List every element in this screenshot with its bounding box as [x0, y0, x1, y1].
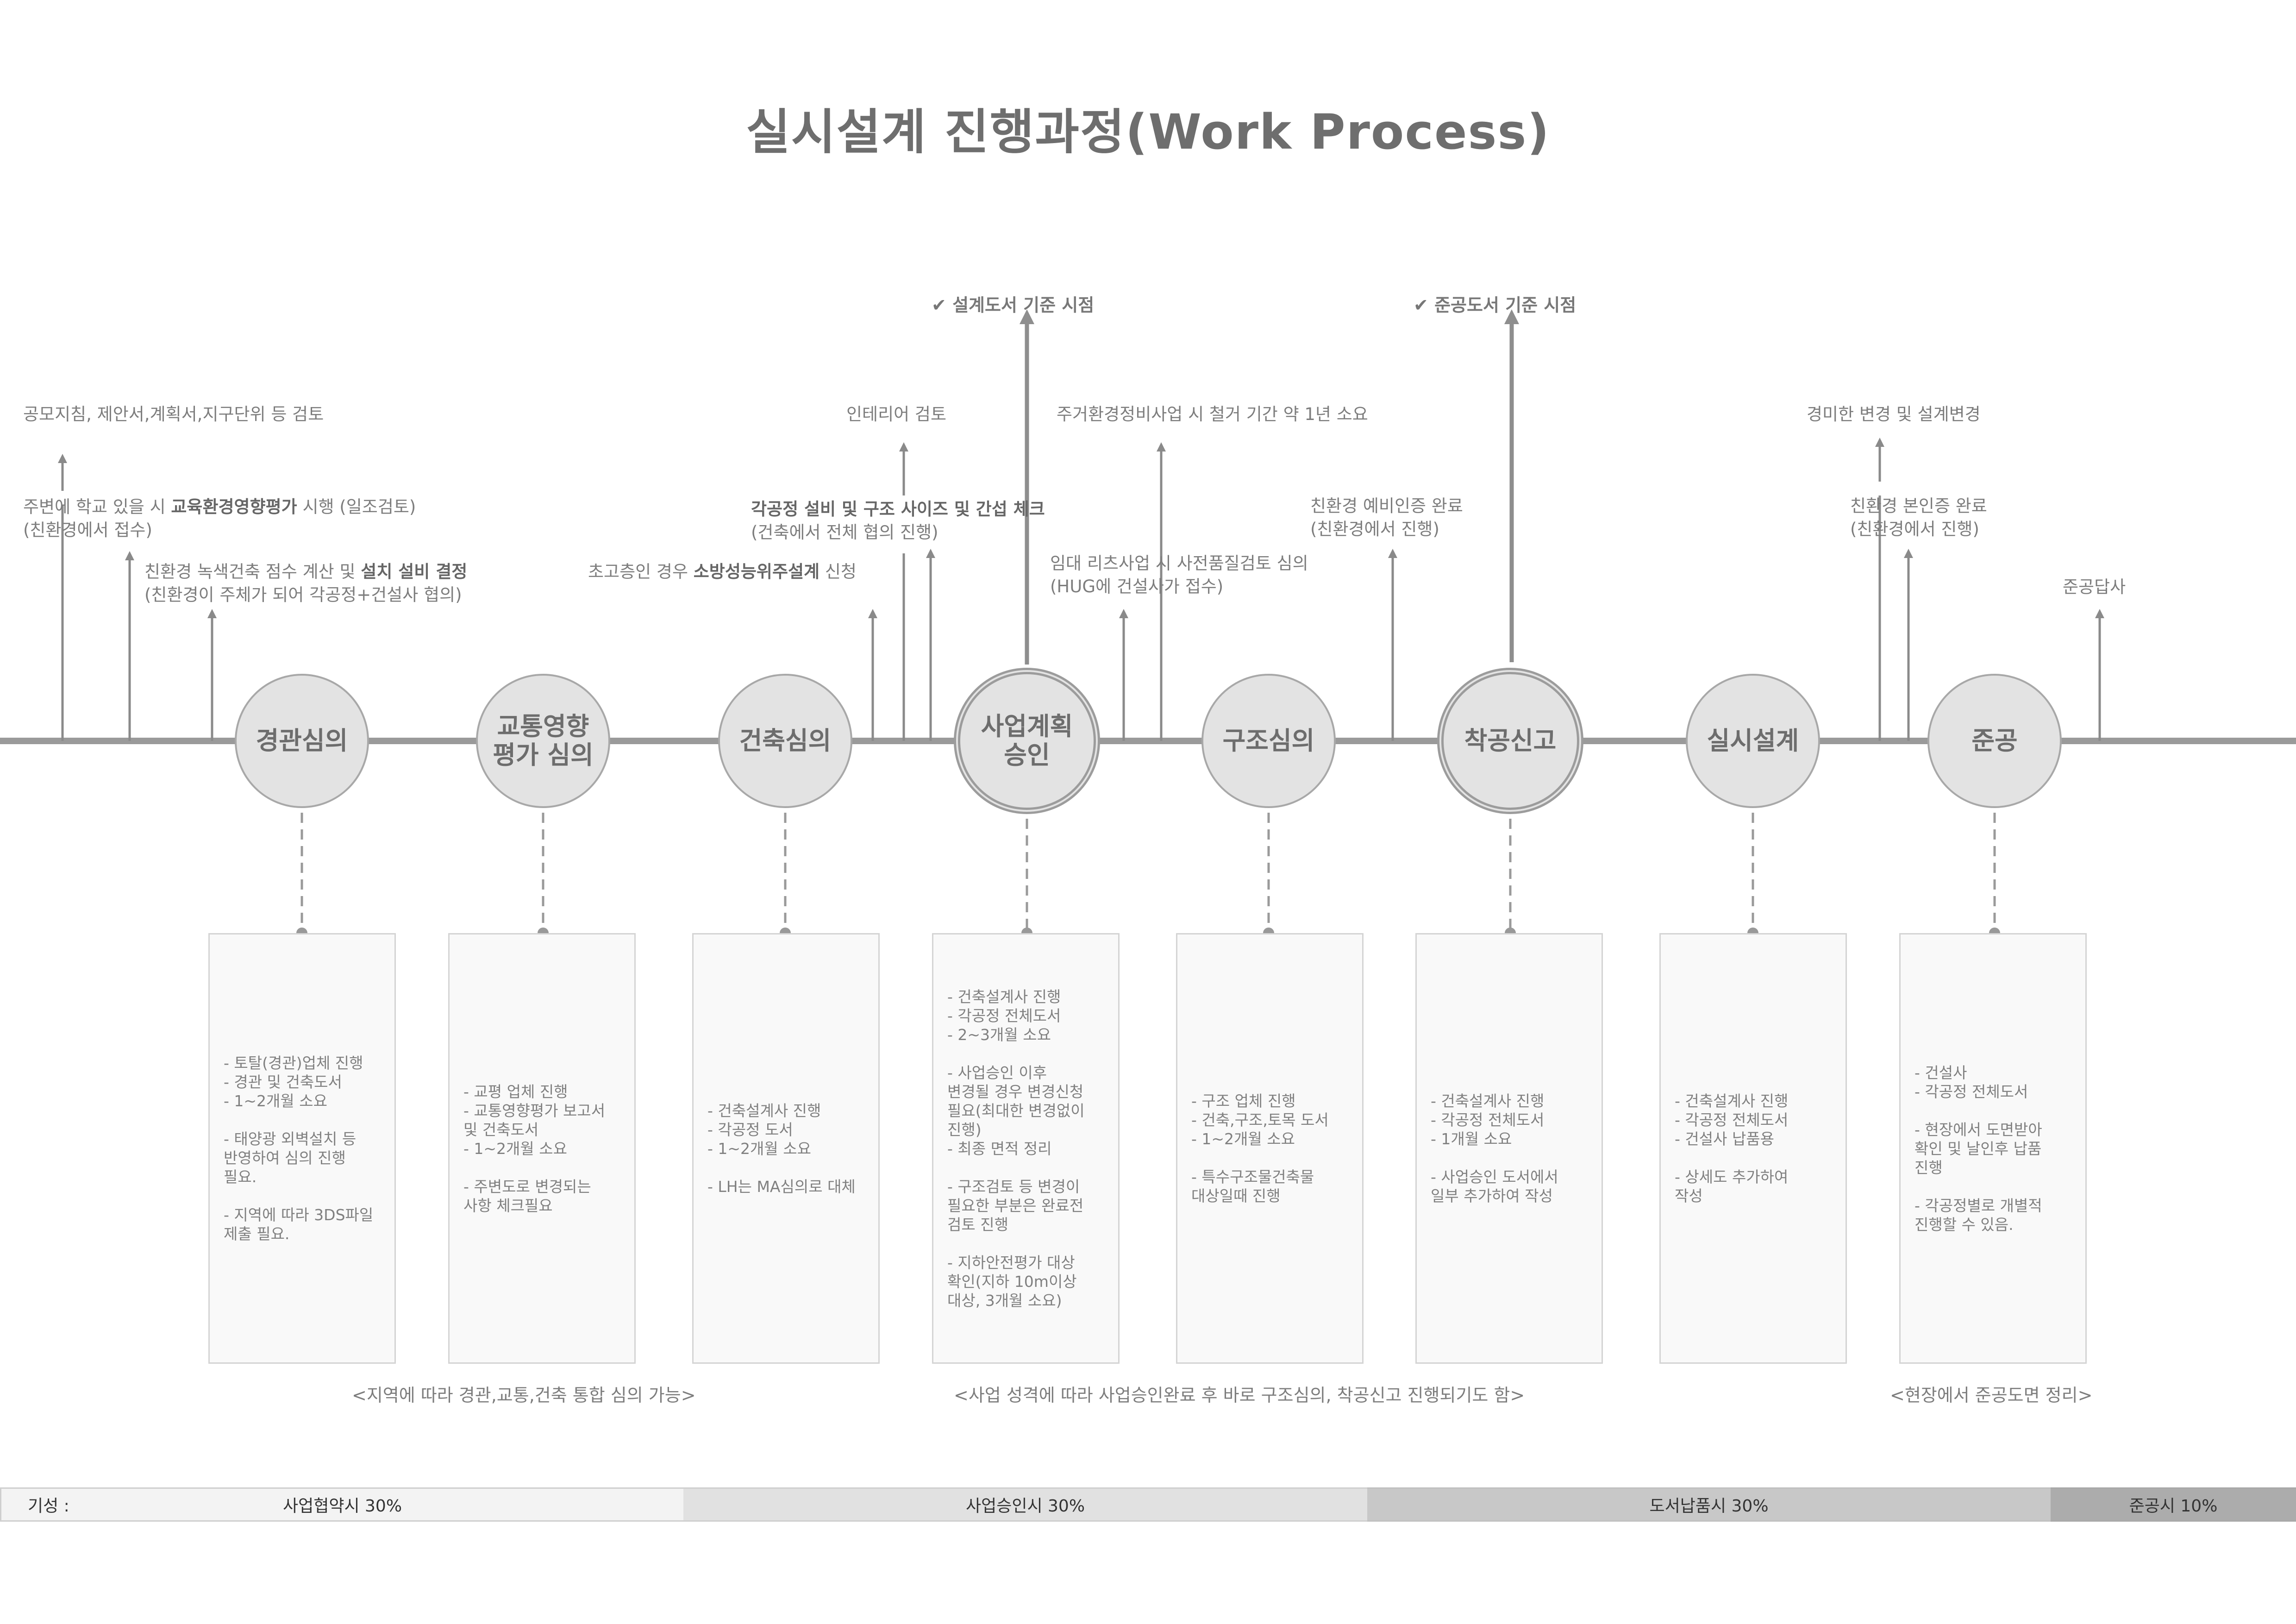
detail-paragraph: - 토탈(경관)업체 진행- 경관 및 건축도서- 1~2개월 소요 — [224, 1054, 363, 1110]
detail-text: - 건축설계사 진행- 각공정 도서- 1~2개월 소요 - LH는 MA심의로 … — [694, 1101, 878, 1196]
detail-text: - 토탈(경관)업체 진행- 경관 및 건축도서- 1~2개월 소요 - 태양광 … — [210, 1053, 394, 1243]
detail-paragraph: - 건축설계사 진행- 각공정 전체도서- 2~3개월 소요 — [947, 987, 1061, 1044]
note-integrated-review: <지역에 따라 경관,교통,건축 통합 심의 가능> — [352, 1385, 696, 1405]
fee-label: 기성 : — [28, 1497, 69, 1516]
annotation: 주거환경정비사업 시 철거 기간 약 1년 소요 — [1057, 404, 1368, 424]
stage-landscape-review: 경관심의 — [235, 674, 369, 808]
stage-construction-report: 착공신고 — [1437, 668, 1583, 814]
stage-building-review: 건축심의 — [718, 674, 852, 808]
fee-segment-approval: 사업승인시 30% — [683, 1487, 1367, 1522]
detail-paragraph: - 건축설계사 진행- 각공정 전체도서- 1개월 소요 — [1431, 1092, 1545, 1148]
detail-paragraph: - 건축설계사 진행- 각공정 전체도서- 건설사 납품용 — [1675, 1092, 1789, 1148]
annotation: 친환경 본인증 완료(친환경에서 진행) — [1850, 496, 1987, 539]
detail-text: - 구조 업체 진행- 건축,구조,토목 도서- 1~2개월 소요 - 특수구조물… — [1177, 1091, 1362, 1205]
detail-box-building: - 건축설계사 진행- 각공정 도서- 1~2개월 소요 - LH는 MA심의로 … — [692, 933, 880, 1364]
annotation: 친환경 녹색건축 점수 계산 및 설치 설비 결정(친환경이 주체가 되어 각공… — [144, 562, 468, 605]
detail-paragraph: - 건축설계사 진행- 각공정 도서- 1~2개월 소요 — [707, 1101, 821, 1158]
annotation: 인테리어 검토 — [846, 404, 947, 424]
annotation: 초고층인 경우 소방성능위주설계 신청 — [588, 562, 857, 582]
page-title: 실시설계 진행과정(Work Process) — [746, 104, 1550, 160]
note-site-drawings: <현장에서 준공도면 정리> — [1890, 1385, 2093, 1405]
annotation: 각공정 설비 및 구조 사이즈 및 간섭 체크(건축에서 전체 협의 진행) — [751, 499, 1045, 542]
detail-box-structure: - 구조 업체 진행- 건축,구조,토목 도서- 1~2개월 소요 - 특수구조물… — [1176, 933, 1364, 1364]
annotation: 임대 리츠사업 시 사전품질검토 심의(HUG에 건설사가 접수) — [1050, 553, 1308, 596]
fee-segment-delivery: 도서납품시 30% — [1367, 1487, 2051, 1522]
stage-completion: 준공 — [1927, 674, 2062, 808]
annotation: 공모지침, 제안서,계획서,지구단위 등 검토 — [23, 404, 324, 424]
milestone-design-docs: ✔ 설계도서 기준 시점 — [932, 295, 1095, 315]
annotation: 친환경 예비인증 완료(친환경에서 진행) — [1310, 496, 1463, 539]
detail-box-landscape: - 토탈(경관)업체 진행- 경관 및 건축도서- 1~2개월 소요 - 태양광 … — [208, 933, 396, 1364]
milestone-completion-docs: ✔ 준공도서 기준 시점 — [1414, 295, 1577, 315]
note-business-approval: <사업 성격에 따라 사업승인완료 후 바로 구조심의, 착공신고 진행되기도 … — [954, 1385, 1525, 1405]
detail-paragraph: - 구조 업체 진행- 건축,구조,토목 도서- 1~2개월 소요 — [1191, 1092, 1329, 1148]
detail-paragraph: - LH는 MA심의로 대체 — [707, 1177, 856, 1196]
stage-detailed-design: 실시설계 — [1686, 674, 1820, 808]
stage-structure-review: 구조심의 — [1201, 674, 1336, 808]
fee-segment-completion: 준공시 10% — [2051, 1487, 2296, 1522]
fee-segment-agreement: 사업협약시 30% — [0, 1487, 683, 1522]
detail-paragraph: - 건설사- 각공정 전체도서 — [1914, 1063, 2028, 1101]
annotation: 준공답사 — [2063, 577, 2126, 597]
annotation: 주변에 학교 있을 시 교육환경영향평가 시행 (일조검토)(친환경에서 접수) — [23, 497, 416, 540]
annotation: 경미한 변경 및 설계변경 — [1807, 404, 1981, 424]
